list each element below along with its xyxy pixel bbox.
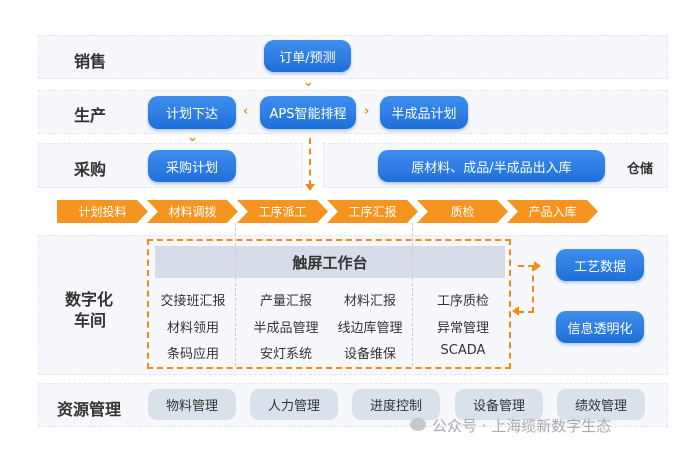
workbench-item[interactable]: SCADA xyxy=(440,343,486,358)
sales-band xyxy=(38,35,668,79)
plan-release-button[interactable]: 计划下达 xyxy=(148,96,236,129)
resource-hr[interactable]: 人力管理 xyxy=(250,389,338,420)
process-flow: 计划投料 材料调拨 工序派工 工序汇报 质检 产品入库 xyxy=(57,200,598,223)
chevron-down-icon: ⌄ xyxy=(187,130,198,145)
workbench-item[interactable]: 设备维保 xyxy=(343,347,396,362)
process-data-button[interactable]: 工艺数据 xyxy=(556,249,644,281)
order-forecast-button[interactable]: 订单/预测 xyxy=(264,40,351,72)
chevron-down-icon: ⌄ xyxy=(303,75,314,90)
workbench-item[interactable]: 异常管理 xyxy=(436,321,489,336)
workbench-item[interactable]: 条码应用 xyxy=(166,347,219,362)
workbench-item[interactable]: 工序质检 xyxy=(436,294,489,309)
aps-scheduling-button[interactable]: APS智能排程 xyxy=(260,96,356,129)
workbench-item[interactable]: 交接班汇报 xyxy=(160,294,226,309)
resource-progress[interactable]: 进度控制 xyxy=(352,389,440,420)
row-label-workshop-2: 车间 xyxy=(74,311,107,330)
resource-equipment[interactable]: 设备管理 xyxy=(455,389,543,420)
arrow-right-icon xyxy=(534,261,541,271)
row-label-sales: 销售 xyxy=(74,52,107,71)
resource-performance[interactable]: 绩效管理 xyxy=(557,389,645,420)
divider xyxy=(412,223,413,366)
flow-step: 计划投料 xyxy=(57,200,148,223)
info-transparency-button[interactable]: 信息透明化 xyxy=(556,311,644,343)
semi-product-plan-button[interactable]: 半成品计划 xyxy=(380,96,468,129)
flow-step: 质检 xyxy=(417,200,508,223)
workbench-item[interactable]: 安灯系统 xyxy=(259,347,312,362)
flow-step: 材料调拨 xyxy=(147,200,238,223)
row-label-production: 生产 xyxy=(74,106,107,125)
purchase-plan-button[interactable]: 采购计划 xyxy=(148,150,236,182)
arrow-left-icon xyxy=(512,306,519,316)
arrow-down-icon xyxy=(305,184,315,191)
workbench-item[interactable]: 产量汇报 xyxy=(259,294,312,309)
workbench-item[interactable]: 材料汇报 xyxy=(343,294,396,309)
workbench-title: 触屏工作台 xyxy=(155,246,505,278)
row-label-purchase: 采购 xyxy=(74,160,107,179)
workbench-frame xyxy=(147,239,511,369)
flow-step: 工序派工 xyxy=(237,200,328,223)
watermark: 公众号 · 上海缆新数字生态 xyxy=(432,417,612,435)
chevron-right-icon: › xyxy=(364,104,370,119)
flow-step: 产品入库 xyxy=(507,200,598,223)
workbench-item[interactable]: 材料领用 xyxy=(166,321,219,336)
resource-material[interactable]: 物料管理 xyxy=(148,389,236,420)
workbench-item[interactable]: 线边库管理 xyxy=(337,321,403,336)
divider xyxy=(235,223,236,366)
dashed-arrow-line xyxy=(309,138,311,186)
chevron-left-icon: ‹ xyxy=(243,104,249,119)
row-label-warehouse: 仓储 xyxy=(627,162,654,177)
wechat-icon xyxy=(410,418,426,431)
flow-step: 工序汇报 xyxy=(327,200,418,223)
row-label-resources: 资源管理 xyxy=(57,400,122,419)
row-label-workshop-1: 数字化 xyxy=(65,290,114,309)
bidirectional-dashed-connector xyxy=(518,265,534,313)
workbench-item[interactable]: 半成品管理 xyxy=(253,321,319,336)
inventory-inout-button[interactable]: 原材料、成品/半成品出入库 xyxy=(378,150,605,182)
